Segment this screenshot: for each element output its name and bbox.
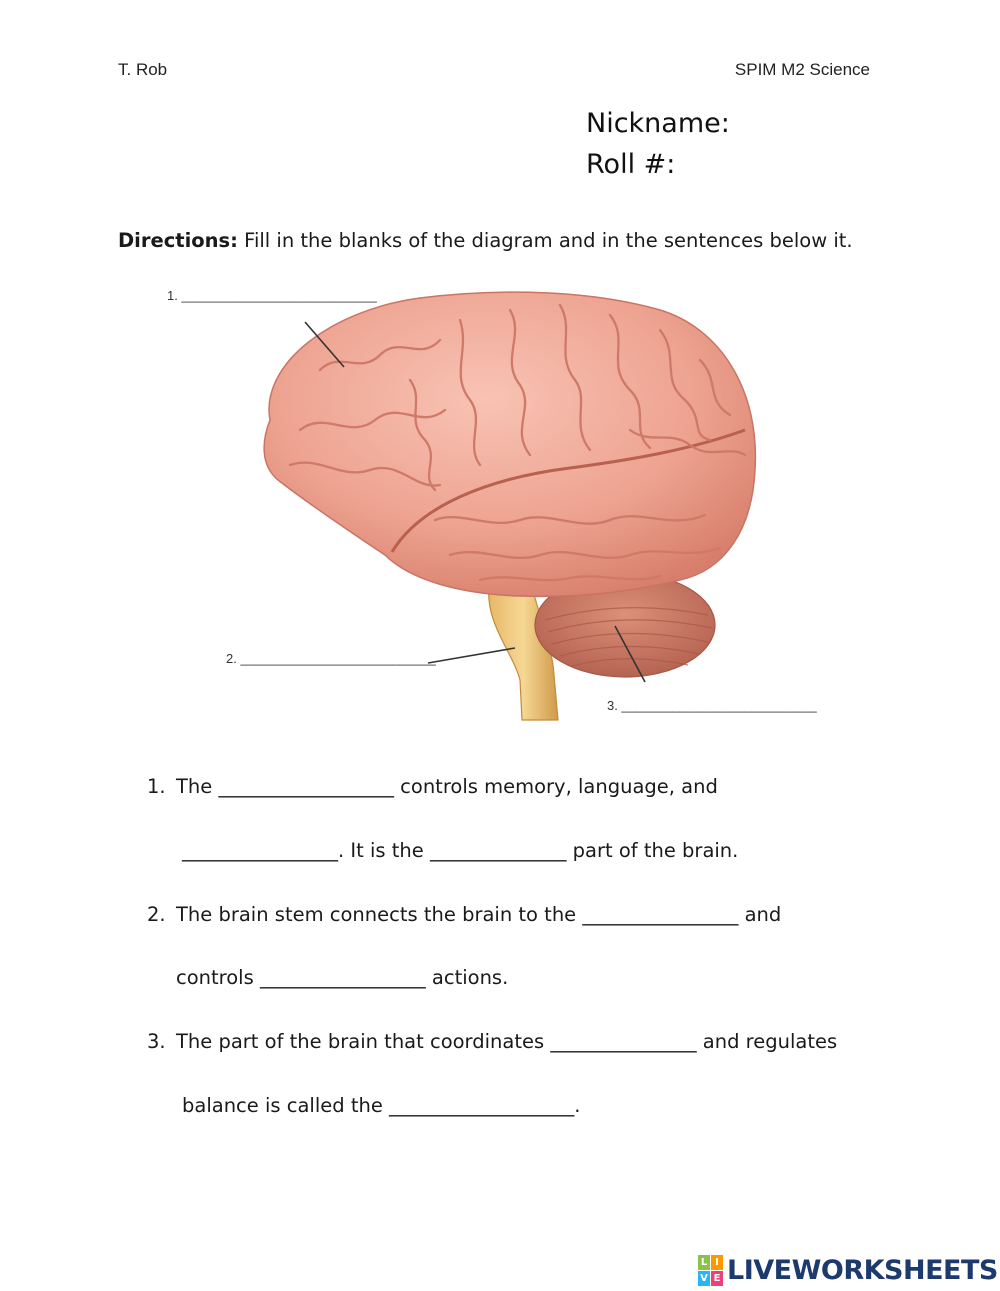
diagram-blank-3[interactable]: ___________________________ [621,698,817,713]
nickname-label: Nickname: [586,108,730,139]
question-1-number: 1. [147,775,166,798]
question-3-line-1[interactable]: The part of the brain that coordinates _… [176,1030,838,1053]
directions: Directions: Fill in the blanks of the di… [118,229,853,252]
diagram-blank-2[interactable]: ___________________________ [240,651,436,666]
question-2-number: 2. [147,903,166,926]
logo-letter: I [711,1254,723,1270]
brain-stem-shape [488,579,559,721]
question-2-line-1[interactable]: The brain stem connects the brain to the… [176,903,782,926]
diagram-label-3: 3. ___________________________ [607,698,817,713]
directions-label: Directions: [118,229,238,252]
leader-line-3 [614,625,646,683]
cerebellum-folia [544,607,713,667]
brain-diagram [263,291,757,721]
logo-letter: V [698,1270,710,1286]
cerebrum-gyri [288,303,747,582]
diagram-label-1: 1. ___________________________ [167,288,377,303]
header-course: SPIM M2 Science [734,60,870,79]
diagram-blank-1[interactable]: ___________________________ [181,288,377,303]
leader-line-2 [427,647,516,664]
logo-letter: L [698,1254,710,1270]
logo-text: LIVEWORKSHEETS [727,1254,998,1286]
header-author: T. Rob [118,60,168,79]
logo-icon: L I V E [698,1254,723,1286]
directions-text: Fill in the blanks of the diagram and in… [237,229,853,252]
question-1-line-1[interactable]: The __________________ controls memory, … [176,775,718,798]
question-2-line-2[interactable]: controls _________________ actions. [176,966,509,989]
question-3-line-2[interactable]: balance is called the __________________… [182,1094,581,1117]
question-1-line-2[interactable]: ________________. It is the ____________… [182,839,739,862]
diagram-label-2: 2. ___________________________ [226,651,436,666]
leader-line-1 [304,321,345,368]
cerebrum-shape [263,291,757,598]
liveworksheets-logo: L I V E LIVEWORKSHEETS [698,1254,998,1286]
question-3-number: 3. [147,1030,166,1053]
roll-number-label: Roll #: [586,149,676,180]
logo-letter: E [711,1270,723,1286]
